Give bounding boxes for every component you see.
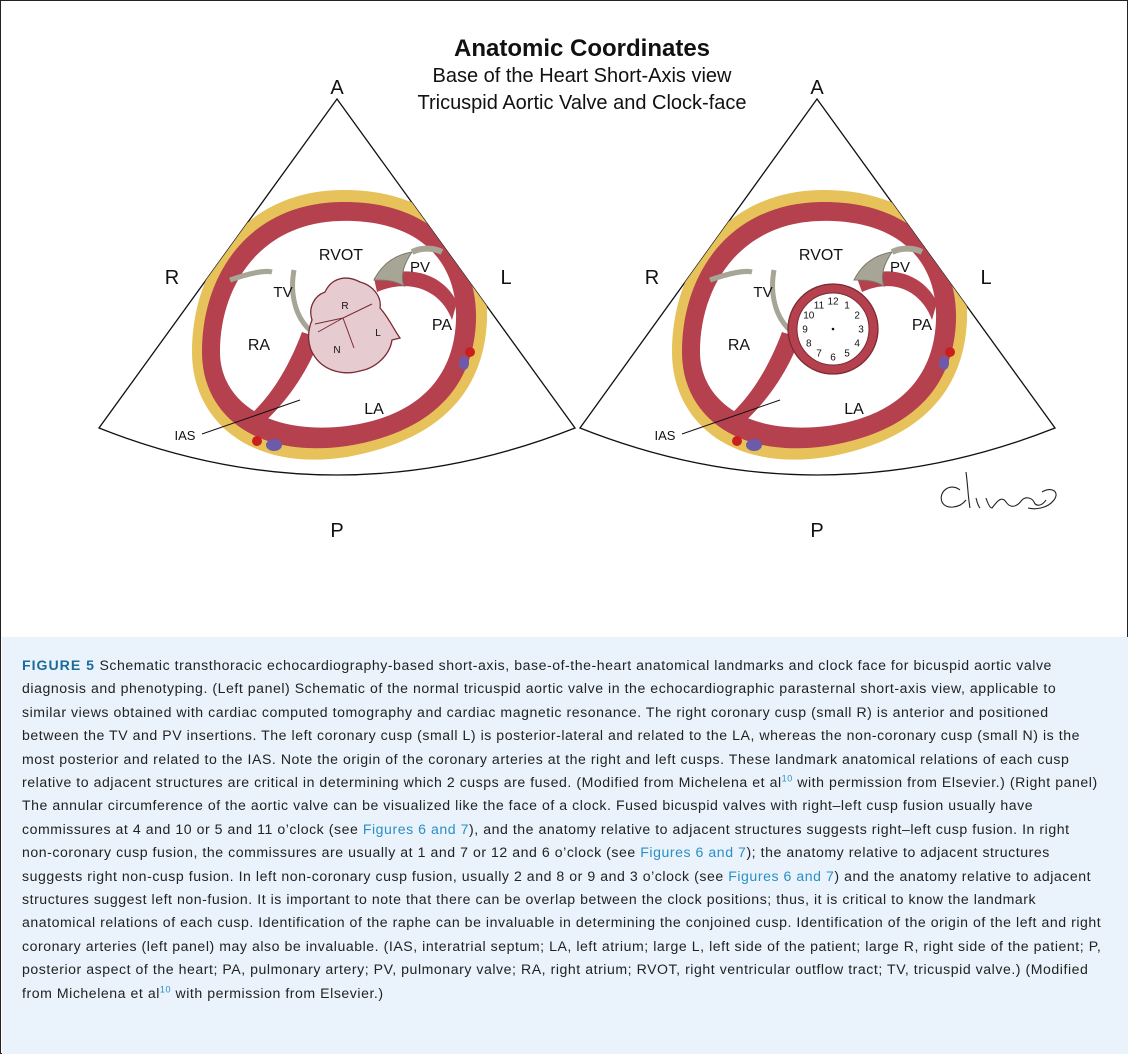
reference-link-2[interactable]: 10 <box>159 984 172 994</box>
figure-subtitle-1: Base of the Heart Short-Axis view <box>432 65 732 87</box>
heart-diagrams: A P R L RVOT PV TV PA RA LA IAS R L N <box>97 77 1057 542</box>
clock-center <box>831 327 835 331</box>
vein-left-posterior <box>266 439 282 451</box>
label-ias-left: IAS <box>175 428 196 443</box>
clock-number-11: 11 <box>814 300 825 311</box>
label-posterior-left: P <box>330 520 343 542</box>
reference-link-1[interactable]: 10 <box>781 773 793 784</box>
clock-number-1: 1 <box>844 300 850 311</box>
clock-number-2: 2 <box>854 311 860 322</box>
pa-leaflet-left <box>410 245 444 255</box>
tv-leaflet-upper-right <box>709 269 753 283</box>
pa-wall-left <box>374 271 457 320</box>
label-tv-right: TV <box>753 284 772 301</box>
coronary-artery-right-posterior <box>732 436 742 446</box>
label-rvot-left: RVOT <box>319 247 363 264</box>
caption-text: FIGURE 5 Schematic transthoracic echocar… <box>22 654 1102 1005</box>
clock-number-12: 12 <box>827 297 839 308</box>
ias-pointer-right <box>681 399 781 435</box>
label-ra-right: RA <box>728 337 751 354</box>
pa-leaflet-right <box>890 245 924 255</box>
caption-seg5: ) and the anatomy relative to adjacent s… <box>22 867 1102 1001</box>
label-la-left: LA <box>364 401 384 418</box>
pa-wall-right <box>857 271 937 320</box>
label-pv-right: PV <box>890 259 910 276</box>
clock-number-3: 3 <box>858 325 864 336</box>
ias-pointer-left <box>201 399 301 435</box>
label-left-left: L <box>500 267 511 289</box>
valve-commissures <box>314 303 373 349</box>
clock-number-6: 6 <box>830 353 836 364</box>
clock-number-10: 10 <box>803 311 815 322</box>
figures-link-3[interactable]: Figures 6 and 7 <box>728 867 835 884</box>
label-ias-right: IAS <box>655 428 676 443</box>
tv-leaflet-upper-left <box>229 269 273 283</box>
aortic-valve-tricuspid <box>307 277 402 374</box>
label-pa-left: PA <box>432 317 452 334</box>
coronary-artery-left-lateral <box>465 347 475 357</box>
label-pv-left: PV <box>410 259 430 276</box>
left-panel: A P R L RVOT PV TV PA RA LA IAS R L N <box>97 77 577 542</box>
cusp-label-non: N <box>333 345 340 356</box>
label-anterior-right: A <box>810 77 824 99</box>
clock-number-9: 9 <box>802 325 808 336</box>
caption-seg6: with permission from Elsevier.) <box>171 984 384 1001</box>
figure-subtitle-2: Tricuspid Aortic Valve and Clock-face <box>417 92 747 114</box>
ias-wall-right <box>722 332 800 426</box>
pulmonary-valve-leaflet-left <box>373 251 414 288</box>
pulmonary-valve-leaflet-right <box>853 251 894 288</box>
caption-seg4: ); the anatomy relative to adjacent stru… <box>22 844 1050 884</box>
coronary-artery-left-posterior <box>252 436 262 446</box>
label-pa-right: PA <box>912 317 932 334</box>
label-tv-left: TV <box>273 284 292 301</box>
label-la-right: LA <box>844 401 864 418</box>
clock-number-7: 7 <box>816 349 822 360</box>
vein-right-posterior <box>746 439 762 451</box>
figure-title: Anatomic Coordinates <box>453 35 711 62</box>
vein-left-lateral <box>459 356 469 370</box>
figure-illustration: A P R L RVOT PV TV PA RA LA IAS R L N <box>2 2 1128 636</box>
label-left-right: L <box>980 267 991 289</box>
caption-seg3: ), and the anatomy relative to adjacent … <box>22 820 1070 861</box>
label-right-right: R <box>645 267 659 289</box>
caption-seg2: with permission from Elsevier.) (Right p… <box>22 774 1098 837</box>
label-ra-left: RA <box>248 337 271 354</box>
tv-leaflet-lower-left <box>290 269 314 334</box>
cusp-label-left: L <box>375 328 381 339</box>
label-rvot-right: RVOT <box>799 247 843 264</box>
vein-right-lateral <box>939 356 949 370</box>
ias-wall-left <box>242 332 320 426</box>
figure-caption: FIGURE 5 Schematic transthoracic echocar… <box>2 637 1128 1054</box>
figures-link-2[interactable]: Figures 6 and 7 <box>640 844 747 861</box>
clock-number-8: 8 <box>806 339 812 350</box>
label-anterior-left: A <box>330 77 344 99</box>
cusp-label-right: R <box>341 301 348 312</box>
artist-signature <box>940 471 1057 510</box>
clock-number-5: 5 <box>844 349 850 360</box>
caption-label: FIGURE 5 <box>22 657 95 673</box>
figures-link-1[interactable]: Figures 6 and 7 <box>362 820 470 837</box>
clock-number-4: 4 <box>854 339 860 350</box>
label-right-left: R <box>165 267 179 289</box>
coronary-artery-right-lateral <box>945 347 955 357</box>
caption-seg1: Schematic transthoracic echocardiography… <box>22 657 1080 791</box>
figure-title-block: Anatomic Coordinates Base of the Heart S… <box>302 35 862 117</box>
label-posterior-right: P <box>810 520 823 542</box>
